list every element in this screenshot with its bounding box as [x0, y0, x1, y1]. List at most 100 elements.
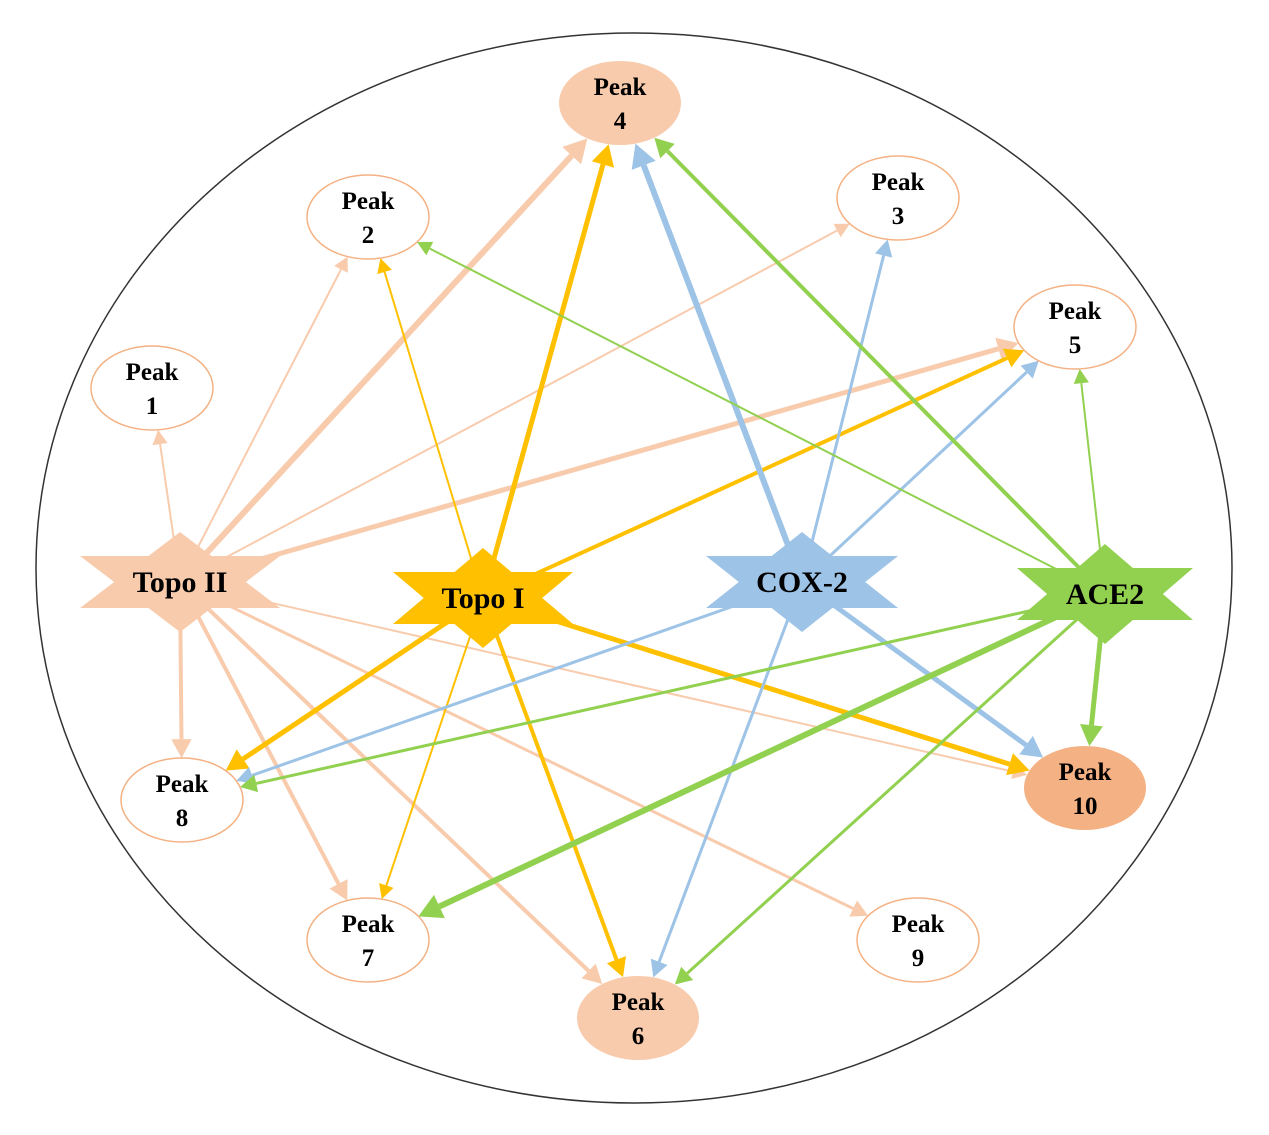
edge-line [179, 268, 342, 583]
edge-line [686, 592, 1107, 975]
peak-node-p9[interactable]: Peak 9 [856, 897, 980, 983]
target-node-topo1[interactable]: Topo I [393, 548, 573, 648]
edge-line [800, 255, 886, 583]
arrowhead-icon [562, 138, 588, 165]
star-icon [393, 572, 573, 648]
arrowhead-icon [329, 879, 348, 901]
peak-node-p7[interactable]: Peak 7 [306, 897, 430, 983]
targets-layer: Topo II Topo I COX-2 ACE2 [80, 532, 1193, 648]
arrowhead-icon [1020, 360, 1039, 379]
arrowhead-icon [874, 239, 893, 258]
arrowhead-icon [650, 958, 668, 978]
arrowhead-icon [1073, 368, 1089, 385]
arrowhead-icon [240, 774, 259, 793]
edge-line [640, 164, 805, 584]
target-node-ace2[interactable]: ACE2 [1017, 544, 1193, 644]
peak-label-line2: 8 [176, 805, 189, 832]
edge-line [482, 356, 1008, 600]
arrowhead-icon [379, 883, 394, 900]
peak-node-p5[interactable]: Peak 5 [1013, 284, 1137, 370]
peak-label-line2: 6 [632, 1023, 645, 1050]
edge-topo2-p2 [179, 256, 348, 583]
peak-label-line2: 3 [892, 203, 905, 230]
peak-label-line1: Peak [872, 169, 925, 196]
arrowhead-icon [1006, 753, 1030, 776]
edge-topo2-p10 [179, 581, 1028, 780]
edge-line [178, 580, 591, 973]
target-node-topo2[interactable]: Topo II [80, 532, 280, 632]
peak-label-line2: 2 [362, 222, 375, 249]
edge-topo2-p6 [178, 580, 603, 984]
edge-line [385, 597, 484, 886]
target-label: Topo I [441, 582, 524, 615]
peak-label-line1: Peak [612, 989, 665, 1016]
target-label: Topo II [133, 566, 228, 599]
target-node-cox2[interactable]: COX-2 [706, 532, 898, 632]
edge-topo2-p3 [179, 223, 850, 583]
edge-line [179, 581, 1014, 773]
arrowhead-icon [995, 337, 1019, 360]
edge-ace2-p2 [416, 241, 1106, 595]
edge-line [251, 580, 803, 777]
edge-topo2-p5 [179, 337, 1019, 585]
edge-topo2-p4 [177, 138, 588, 585]
peak-ellipse [836, 155, 960, 241]
peak-node-p6[interactable]: Peak 6 [577, 976, 699, 1060]
arrowhead-icon [849, 900, 869, 917]
peak-ellipse [90, 345, 214, 431]
peak-ellipse [559, 61, 681, 145]
peak-label-line1: Peak [156, 771, 209, 798]
edge-ace2-p8 [240, 592, 1106, 793]
edge-line [800, 371, 1028, 584]
arrowhead-icon [654, 137, 675, 159]
edge-line [480, 163, 606, 599]
target-label: COX-2 [756, 566, 848, 599]
edge-cox2-p10 [800, 579, 1044, 758]
peak-label-line1: Peak [1059, 759, 1112, 786]
edge-ace2-p6 [674, 592, 1107, 985]
edge-line [482, 595, 1011, 767]
peak-label-line1: Peak [892, 911, 945, 938]
arrowhead-icon [377, 258, 392, 275]
peaks-layer: Peak1Peak2Peak3Peak4Peak5Peak6Peak7Peak8… [90, 61, 1146, 1060]
arrowhead-icon [1002, 348, 1025, 368]
peak-label-line2: 7 [362, 945, 375, 972]
edge-cox2-p5 [800, 360, 1039, 584]
arrowhead-icon [581, 963, 603, 984]
edge-line [241, 595, 485, 762]
peak-node-p2[interactable]: Peak 2 [306, 174, 430, 260]
peak-ellipse [856, 897, 980, 983]
edge-line [179, 229, 838, 583]
peak-ellipse [1024, 746, 1146, 830]
edge-cox2-p3 [800, 239, 893, 583]
peak-label-line2: 5 [1069, 332, 1082, 359]
star-icon [706, 556, 898, 632]
arrowhead-icon [1019, 735, 1044, 758]
edge-line [438, 591, 1107, 910]
arrowhead-icon [631, 143, 656, 170]
peak-node-p8[interactable]: Peak 8 [120, 757, 244, 843]
edge-line [179, 346, 1000, 585]
star-icon [1017, 568, 1193, 644]
outer-circle [35, 32, 1233, 1104]
peak-label-line1: Peak [342, 188, 395, 215]
edge-ace2-p7 [418, 591, 1107, 919]
arrowhead-icon [416, 241, 434, 256]
arrowhead-icon [334, 256, 348, 273]
edge-line [177, 153, 574, 585]
peak-label-line1: Peak [126, 359, 179, 386]
edge-topo2-p9 [179, 580, 869, 917]
edge-topo1-p8 [225, 595, 485, 771]
peak-label-line1: Peak [1049, 298, 1102, 325]
peak-label-line2: 9 [912, 945, 925, 972]
arrowhead-icon [606, 956, 627, 978]
peak-node-p3[interactable]: Peak 3 [836, 155, 960, 241]
peak-ellipse [306, 897, 430, 983]
peak-label-line1: Peak [342, 911, 395, 938]
target-label: ACE2 [1066, 578, 1144, 611]
